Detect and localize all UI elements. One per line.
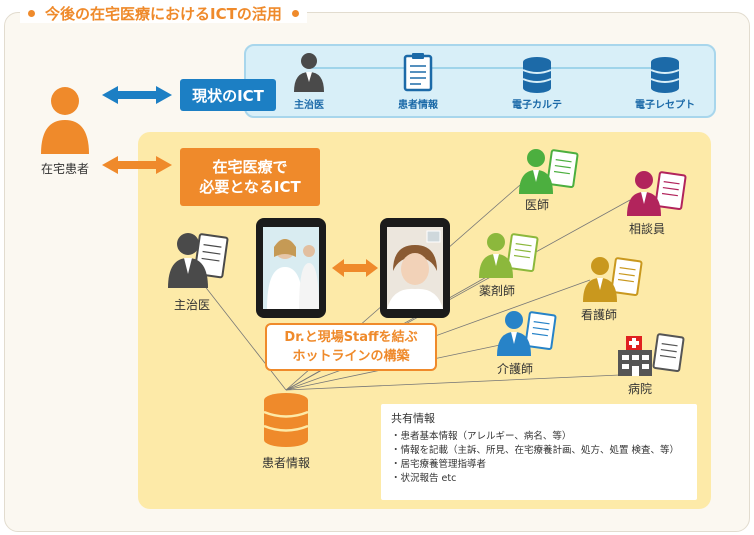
- patient-info-label: 患者情報: [261, 456, 310, 470]
- caregiver-label: 介護師: [496, 362, 533, 376]
- shared-info-item: ・患者基本情報（アレルギー、病名、等）: [391, 431, 572, 442]
- shared-info-item: ・居宅療養管理指導者: [391, 459, 487, 470]
- current-ict-label: 現状のICT: [180, 79, 276, 111]
- tablet-doctor-screen: [263, 227, 319, 309]
- shared-info-item: ・状況報告 etc: [391, 473, 457, 484]
- counselor-label: 相談員: [628, 222, 665, 236]
- nurse-icon: [583, 257, 643, 302]
- shared-info-box: 共有情報 ・患者基本情報（アレルギー、病名、等） ・情報を記載（主訴、所見、在宅…: [381, 404, 697, 500]
- tablet-doctor-side: [256, 218, 326, 318]
- primary-doctor-label: 主治医: [173, 298, 210, 312]
- tablet-staff-screen: [387, 227, 443, 309]
- doctor-video-image: [263, 227, 319, 309]
- title-dot-right: [291, 9, 299, 17]
- current-item-electronic-chart: 電子カルテ: [512, 100, 562, 111]
- shared-info-title: 共有情報: [391, 412, 435, 425]
- diagram-title: 今後の在宅医療におけるICTの活用: [45, 4, 282, 23]
- current-primary-doctor-icon: [294, 53, 324, 92]
- title-dot-left: [28, 9, 35, 17]
- patient-label: 在宅患者: [40, 162, 89, 176]
- patient-record-icon: [403, 53, 433, 92]
- electronic-receipt-database-icon: [650, 57, 680, 93]
- title-bar: 今後の在宅医療におけるICTの活用: [20, 3, 307, 23]
- hospital-icon: [618, 333, 685, 376]
- primary-doctor-icon: [168, 233, 229, 288]
- counselor-icon: [627, 171, 687, 216]
- current-item-electronic-receipt: 電子レセプト: [635, 100, 695, 111]
- pharmacist-icon: [479, 233, 539, 278]
- patient-person-icon: [41, 87, 89, 154]
- patient-video-image: [387, 227, 443, 309]
- doctor-label: 医師: [524, 198, 549, 212]
- hospital-label: 病院: [627, 382, 652, 396]
- current-ict-arrow: [102, 86, 172, 104]
- needed-ict-label-line1: 在宅医療で: [212, 158, 288, 176]
- hotline-box: Dr.と現場Staffを結ぶ ホットラインの構築: [265, 323, 437, 371]
- tablet-arrow: [332, 259, 378, 277]
- doctor-icon: [519, 149, 579, 194]
- needed-ict-label-line2: 必要となるICT: [199, 178, 301, 196]
- current-item-primary-doctor: 主治医: [294, 100, 324, 111]
- shared-info-item: ・情報を記載（主訴、所見、在宅療養計画、処方、処置 検査、等）: [391, 445, 680, 456]
- nurse-label: 看護師: [580, 308, 617, 322]
- needed-ict-label: 在宅医療で 必要となるICT: [180, 148, 320, 206]
- patient-info-database-icon: [263, 393, 309, 447]
- hotline-line1: Dr.と現場Staffを結ぶ: [284, 330, 418, 345]
- hotline-line2: ホットラインの構築: [292, 349, 410, 364]
- current-item-patient-info: 患者情報: [398, 100, 438, 111]
- caregiver-icon: [497, 311, 557, 356]
- pharmacist-label: 薬剤師: [478, 284, 515, 298]
- tablet-staff-side: [380, 218, 450, 318]
- electronic-chart-database-icon: [522, 57, 552, 93]
- needed-ict-arrow: [102, 156, 172, 174]
